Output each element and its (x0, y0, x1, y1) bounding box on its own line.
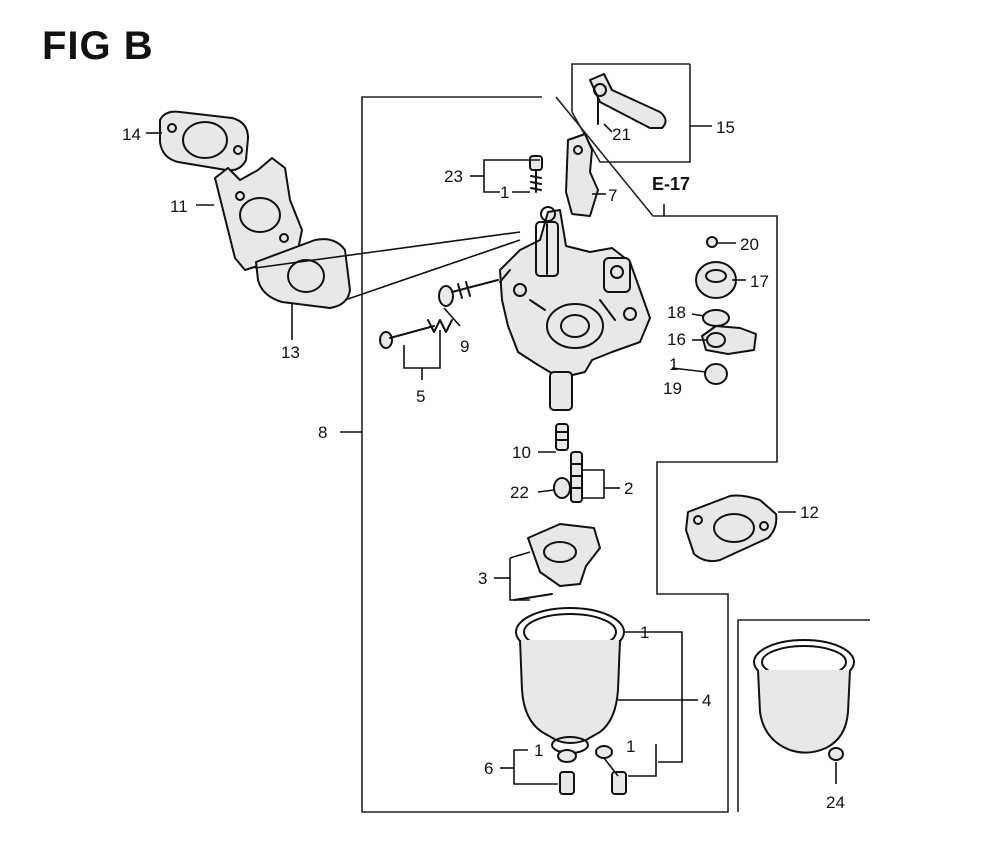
throttle-screw-5 (379, 319, 453, 349)
leader-13-carb (344, 239, 521, 301)
label-7: 7 (608, 186, 617, 205)
label-10: 10 (512, 443, 531, 462)
alt-bowl-frame (737, 619, 870, 812)
label-1d: 1 (534, 741, 543, 760)
gasket-14 (159, 110, 249, 172)
ref-e17: E-17 (652, 174, 690, 194)
gasket-12 (685, 494, 778, 563)
label-20: 20 (740, 235, 759, 254)
label-19: 19 (663, 379, 682, 398)
label-4: 4 (702, 691, 711, 710)
label-1c: 1 (640, 623, 649, 642)
label-23: 23 (444, 167, 463, 186)
float-3 (513, 523, 601, 601)
label-3: 3 (478, 569, 487, 588)
pilot-screw-9 (438, 279, 499, 307)
assembly-frame (361, 96, 778, 813)
gasket-13 (255, 238, 351, 309)
label-15: 15 (716, 118, 735, 137)
label-12: 12 (800, 503, 819, 522)
label-5: 5 (416, 387, 425, 406)
label-24: 24 (826, 793, 845, 812)
label-13: 13 (281, 343, 300, 362)
figure-title: FIG B (42, 24, 154, 68)
label-21: 21 (612, 125, 631, 144)
label-9: 9 (460, 337, 469, 356)
drain-parts (557, 745, 627, 795)
carburetor-body (499, 206, 651, 411)
label-6: 6 (484, 759, 493, 778)
leader-lines (146, 123, 837, 785)
label-1b: 1 (669, 355, 678, 374)
screw-23 (529, 155, 543, 193)
alt-float-bowl (753, 639, 855, 761)
jet-parts (553, 423, 583, 503)
label-22: 22 (510, 483, 529, 502)
leader-13b (254, 231, 521, 269)
bracket-7 (565, 133, 599, 217)
label-16: 16 (667, 330, 686, 349)
label-17: 17 (750, 272, 769, 291)
label-18: 18 (667, 303, 686, 322)
label-11: 11 (170, 197, 188, 216)
float-bowl-4 (515, 607, 625, 754)
label-1a: 1 (500, 183, 509, 202)
label-2: 2 (624, 479, 633, 498)
choke-lever-15 (589, 73, 667, 129)
insulator-11 (214, 157, 303, 271)
fuel-cut-parts (695, 236, 757, 385)
label-1e: 1 (626, 737, 635, 756)
label-8: 8 (318, 423, 327, 442)
label-14: 14 (122, 125, 141, 144)
